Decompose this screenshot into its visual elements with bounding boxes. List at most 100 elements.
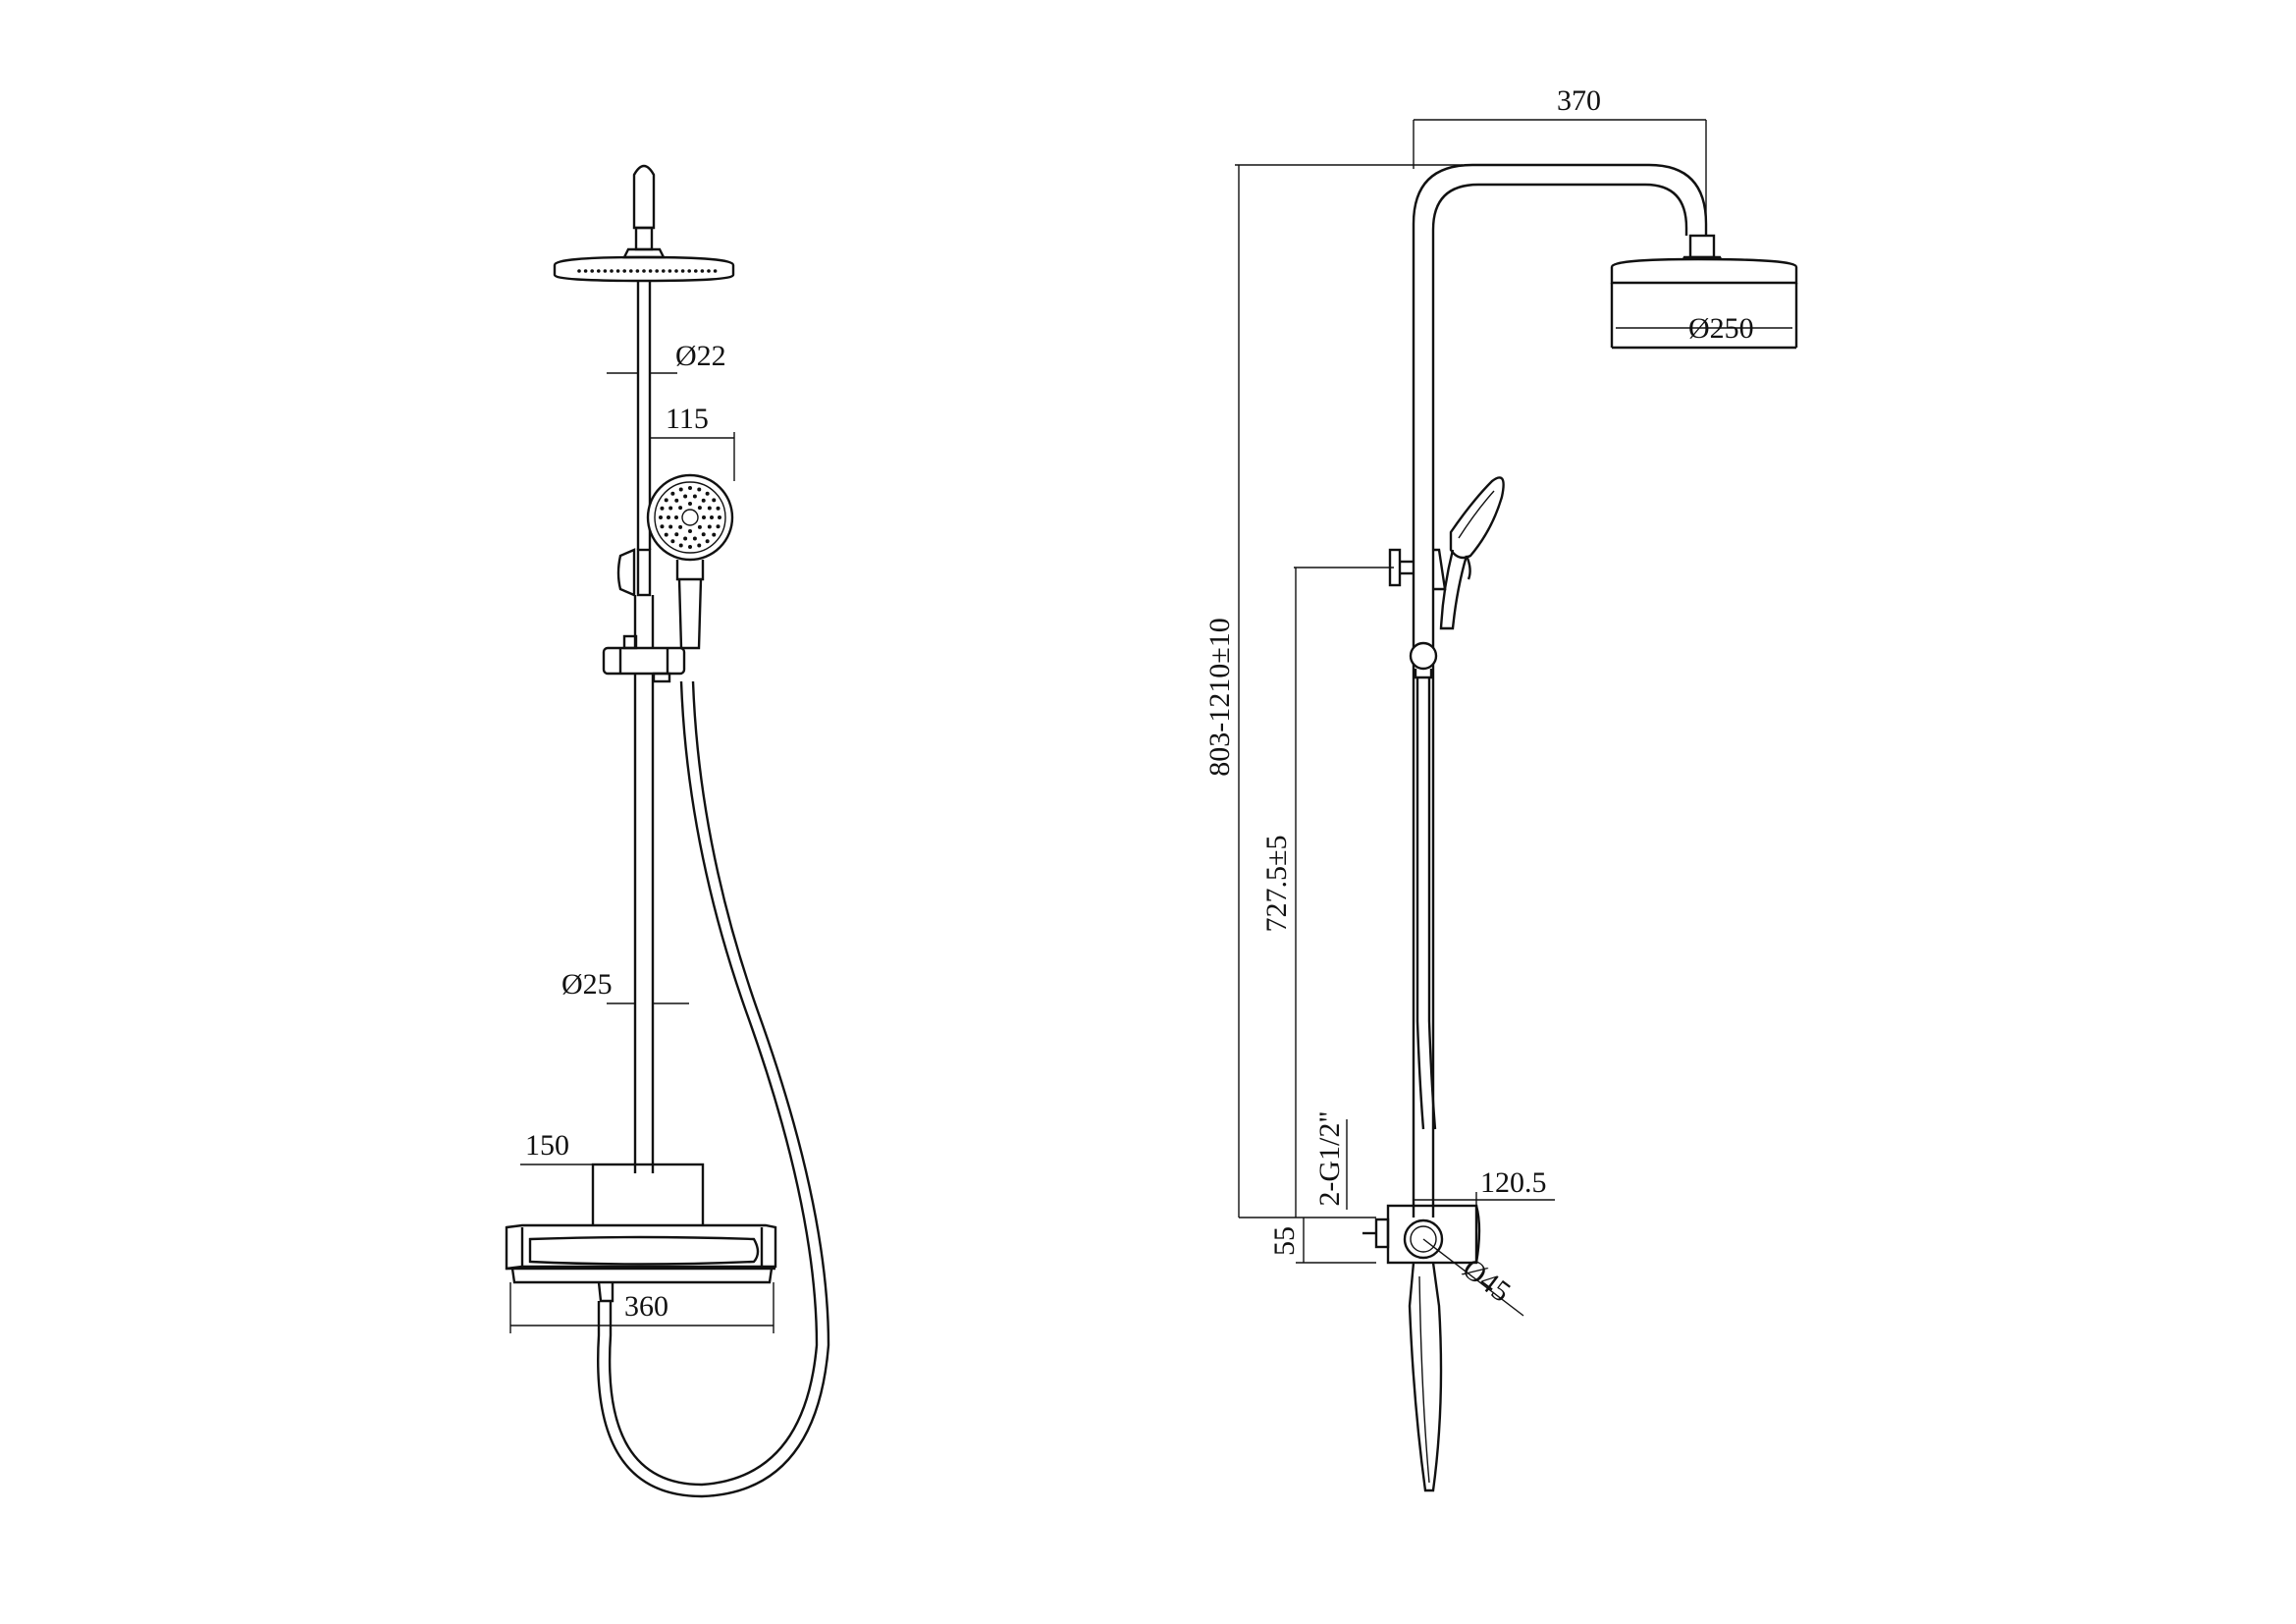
nozzle-dot	[667, 269, 672, 273]
shower-arm-top	[632, 164, 656, 230]
nozzle-dot	[688, 529, 692, 533]
nozzle-dot	[648, 269, 653, 273]
nozzle-dot	[712, 532, 717, 537]
nozzle-dot	[697, 487, 702, 492]
nozzle-dot	[678, 543, 683, 548]
nozzle-dot	[688, 502, 692, 506]
nozzle-dot	[692, 494, 697, 499]
dim-mixer-top: 150	[520, 1129, 703, 1165]
nozzle-dot	[712, 498, 717, 503]
nozzle-dot	[655, 269, 659, 273]
dim-head-arm: Ø22	[607, 340, 726, 381]
dim-arm-reach: 370	[1413, 84, 1707, 224]
hose	[608, 680, 819, 1487]
nozzle-dot	[667, 515, 670, 519]
nozzle-dot	[710, 515, 714, 519]
nozzle-dot	[577, 269, 581, 273]
nozzle-dot	[662, 269, 666, 273]
dim-rail-label: Ø25	[561, 968, 613, 1001]
nozzle-dot	[583, 269, 588, 273]
dim-head-label: Ø250	[1688, 312, 1754, 345]
nozzle-dot	[678, 506, 683, 511]
nozzle-dot	[707, 506, 712, 511]
nozzle-dot	[664, 498, 668, 503]
nozzle-dot	[697, 524, 702, 529]
dim-head-arm-label: Ø22	[675, 340, 726, 372]
nozzle-dot	[713, 269, 718, 273]
nozzle-dot	[702, 515, 706, 519]
nozzle-dot	[622, 269, 626, 273]
side-slider-ball	[1409, 641, 1438, 671]
front-view: Ø22 115	[505, 164, 830, 1498]
dim-mixer-depth-label: 120.5	[1480, 1166, 1547, 1199]
nozzle-dot	[659, 515, 663, 519]
nozzle-dot	[603, 269, 608, 273]
nozzle-dot	[629, 269, 633, 273]
side-view: 370 Ø250 803-1210±10	[1203, 84, 1798, 1492]
nozzle-dot	[610, 269, 614, 273]
nozzle-dot	[707, 524, 712, 529]
nozzle-dot	[660, 506, 665, 511]
nozzle-dot	[642, 269, 646, 273]
dim-knob-label: Ø45	[1457, 1252, 1517, 1308]
nozzle-dot	[692, 536, 697, 541]
dim-inlet-offset: 55	[1239, 1217, 1376, 1264]
nozzle-dot	[680, 269, 685, 273]
dim-slider-height: 727.5±5	[1260, 568, 1297, 1218]
rail-slider	[602, 634, 686, 683]
rain-shower-head-front	[553, 255, 735, 283]
dim-rail: Ø25	[561, 968, 689, 1004]
nozzle-dot	[697, 506, 702, 511]
thermostatic-mixer-side	[1362, 1204, 1481, 1492]
nozzle-dot	[687, 269, 691, 273]
dim-mixer-width: 360	[509, 1282, 774, 1333]
arm-nut	[634, 226, 654, 251]
nozzle-dot	[683, 494, 688, 499]
dim-mixer-top-label: 150	[525, 1129, 569, 1162]
dim-inlets: 2-G1/2"	[1296, 1110, 1376, 1218]
nozzle-dot	[678, 487, 683, 492]
dim-arm-reach-label: 370	[1557, 84, 1601, 117]
dim-inlets-label: 2-G1/2"	[1313, 1110, 1346, 1206]
nozzle-dot	[700, 269, 705, 273]
nozzle-dot	[674, 532, 679, 537]
nozzle-dot	[635, 269, 640, 273]
nozzle-dot	[701, 532, 706, 537]
side-holder	[1294, 548, 1447, 591]
nozzle-dot	[718, 515, 721, 519]
dim-slider-height-label: 727.5±5	[1260, 836, 1293, 933]
nozzle-dot	[683, 536, 688, 541]
nozzle-dot	[670, 491, 675, 496]
nozzle-dot	[668, 524, 673, 529]
nozzle-dot	[664, 532, 668, 537]
hand-shower-side	[1439, 476, 1505, 630]
holder-bracket	[616, 548, 636, 597]
thermostatic-mixer-front	[505, 1163, 777, 1303]
dim-hand-shower-width: 115	[649, 403, 735, 481]
nozzle-dot	[615, 269, 620, 273]
nozzle-dot	[705, 539, 710, 544]
hose-side	[1415, 677, 1425, 1130]
nozzle-dot	[678, 524, 683, 529]
dim-hand-shower-label: 115	[666, 403, 709, 435]
nozzle-dot	[694, 269, 698, 273]
nozzle-dot	[597, 269, 601, 273]
rain-shower-head-side: Ø250	[1610, 257, 1798, 350]
nozzle-dot	[701, 498, 706, 503]
nozzle-dot	[697, 543, 702, 548]
nozzle-dot	[674, 515, 678, 519]
nozzle-dot	[716, 524, 721, 529]
riser-and-arm	[1412, 163, 1726, 1218]
dim-total-height: 803-1210±10	[1203, 165, 1240, 1218]
hand-shower-front	[646, 473, 734, 650]
nozzle-dot	[660, 524, 665, 529]
nozzle-dot	[670, 539, 675, 544]
nozzle-dot	[688, 486, 692, 490]
nozzle-dot	[674, 269, 678, 273]
nozzle-dot	[707, 269, 711, 273]
dim-mixer-depth: 120.5	[1413, 1166, 1555, 1206]
dim-total-height-label: 803-1210±10	[1203, 618, 1236, 776]
nozzle-dot	[674, 498, 679, 503]
nozzle-dot	[705, 491, 710, 496]
